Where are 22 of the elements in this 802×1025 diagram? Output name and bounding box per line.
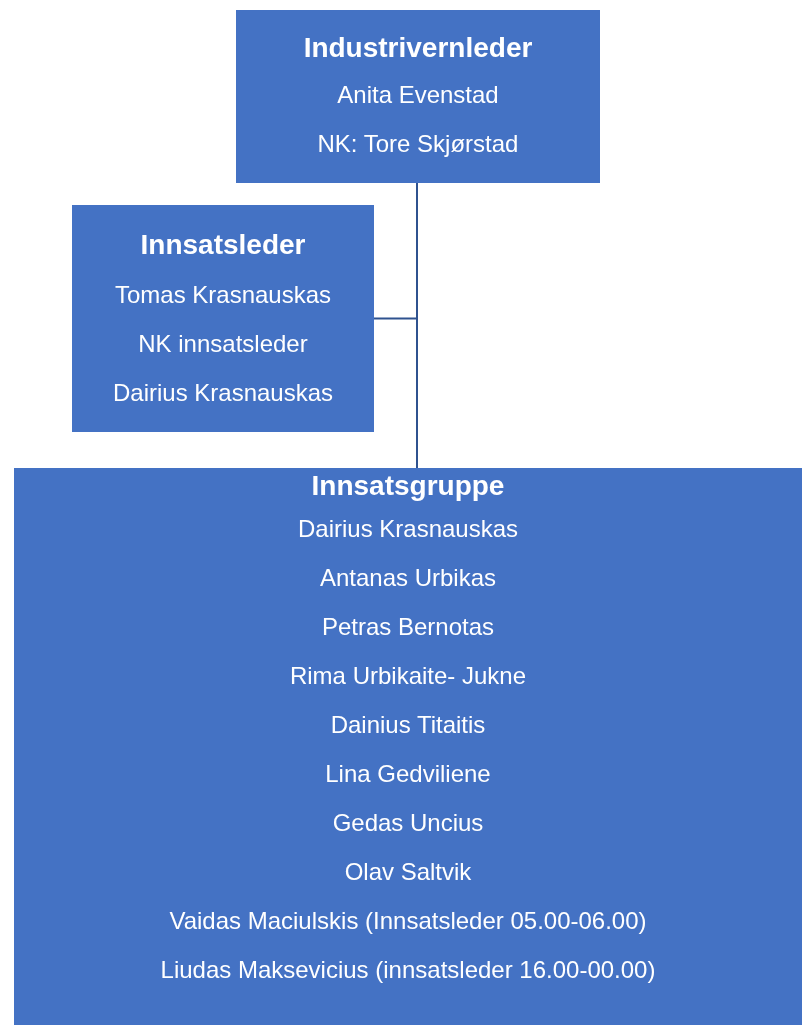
name-text: Dainius Titaitis — [330, 710, 486, 740]
name-text: Anita Evenstad — [337, 79, 499, 110]
org-box — [236, 10, 600, 183]
name-text: NK: Tore Skjørstad — [317, 128, 519, 159]
name-text: Tomas Krasnauskas — [114, 280, 332, 310]
connector-line — [373, 182, 418, 320]
name-text: Gedas Uncius — [332, 808, 484, 838]
name-text: Liudas Maksevicius (innsatsleder 16.00-00.00) — [160, 955, 656, 985]
name-text: Vaidas Maciulskis (Innsatsleder 05.00-06.00) — [169, 906, 647, 936]
box-heading: Industrivernleder — [303, 30, 533, 65]
box-heading: Innsatsgruppe — [311, 469, 505, 503]
name-text: Rima Urbikaite- Jukne — [289, 661, 527, 691]
name-text: Lina Gedviliene — [325, 759, 491, 789]
org-box — [14, 468, 802, 1025]
box-heading: Innsatsleder — [140, 228, 306, 262]
name-text: Olav Saltvik — [344, 857, 472, 887]
org-box — [72, 205, 374, 432]
name-text: Petras Bernotas — [321, 612, 495, 642]
name-text: Dairius Krasnauskas — [112, 378, 334, 408]
name-text: Antanas Urbikas — [319, 563, 497, 593]
name-text: NK innsatsleder — [138, 329, 308, 359]
name-text: Dairius Krasnauskas — [297, 514, 519, 544]
